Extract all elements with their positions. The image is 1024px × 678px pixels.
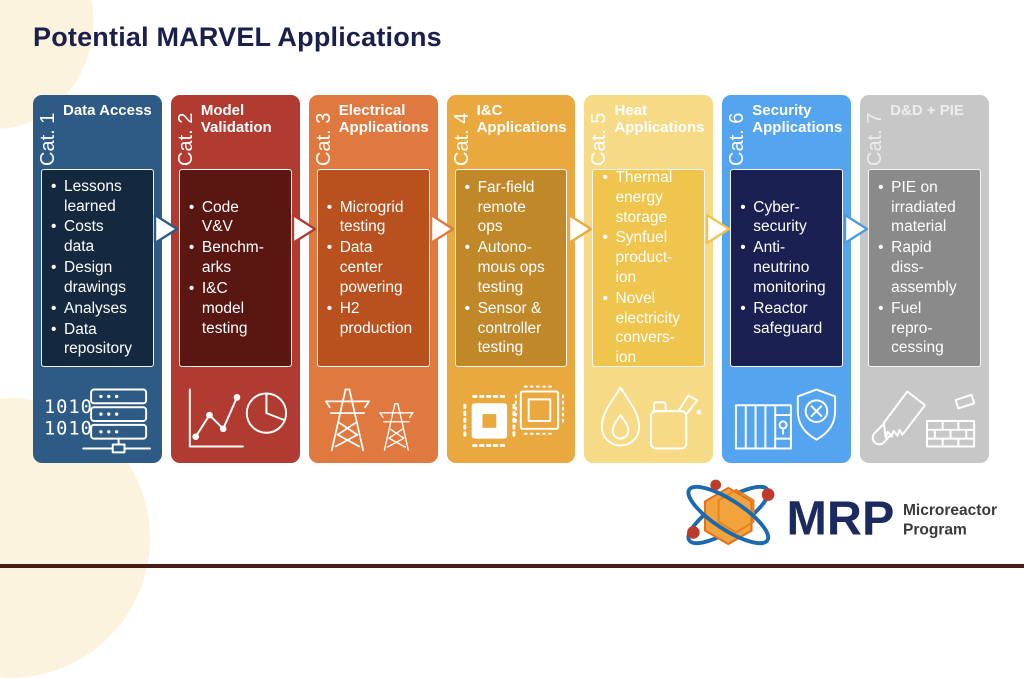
- column-title: I&C Applications: [476, 102, 567, 136]
- bullet-item: Data center powering: [325, 238, 412, 297]
- microchips-icon: [447, 383, 576, 463]
- flow-arrow: [843, 213, 869, 245]
- category-label: Cat. 7: [864, 112, 887, 166]
- column-header: Cat. 5 Heat Applications: [584, 95, 713, 169]
- mrp-program-logo: MRP Microreactor Program: [672, 473, 1002, 562]
- bullet-box: Microgrid testing Data center powering H…: [316, 169, 430, 367]
- column-title: Electrical Applications: [338, 102, 429, 136]
- logo-name-line1: Microreactor: [903, 502, 997, 519]
- bullet-item: Fuel repro- cessing: [876, 299, 956, 358]
- bullet-item: Anti- neutrino monitoring: [738, 238, 825, 297]
- bullet-box: Lessons learned Costs data Design drawin…: [41, 169, 154, 367]
- bullet-box: Thermal energy storage Synfuel product- …: [592, 168, 706, 368]
- bullet-box: PIE on irradiated material Rapid diss- a…: [868, 169, 982, 367]
- column-title: Model Validation: [200, 102, 272, 136]
- column-security-applications: Cat. 6 Security Applications Cyber- secu…: [722, 95, 852, 463]
- category-label: Cat. 2: [174, 112, 197, 166]
- flow-arrow: [291, 213, 317, 245]
- logo-abbr-text: MRP: [787, 491, 895, 545]
- bullet-item: Benchm- arks: [187, 238, 264, 278]
- bullet-box: Cyber- security Anti- neutrino monitorin…: [730, 169, 844, 367]
- column-header: Cat. 3 Electrical Applications: [309, 95, 438, 169]
- bullet-item: Far-field remote ops: [463, 178, 545, 237]
- fence-shield-icon: [722, 383, 851, 463]
- column-header: Cat. 4 I&C Applications: [447, 95, 576, 169]
- bullet-item: Reactor safeguard: [738, 299, 825, 339]
- flame-fuel-can-icon: [584, 383, 713, 463]
- bullet-item: Synfuel product- ion: [600, 228, 680, 287]
- bottom-accent-bar: [0, 564, 1024, 568]
- bullet-item: Rapid diss- assembly: [876, 238, 956, 297]
- column-header: Cat. 2 Model Validation: [171, 95, 300, 169]
- column-ic-applications: Cat. 4 I&C Applications Far-field remote…: [446, 95, 576, 463]
- bullet-item: PIE on irradiated material: [876, 178, 956, 237]
- flow-arrow: [705, 213, 731, 245]
- svg-text:1010: 1010: [44, 397, 93, 418]
- column-title: Heat Applications: [614, 102, 705, 136]
- column-dd-pie: Cat. 7 D&D + PIE PIE on irradiated mater…: [860, 95, 990, 463]
- column-data-access: Cat. 1 Data Access Lessons learned Costs…: [33, 95, 162, 463]
- bullet-item: Data repository: [49, 320, 132, 360]
- bullet-item: Design drawings: [49, 258, 132, 298]
- transmission-towers-icon: [309, 383, 438, 463]
- column-model-validation: Cat. 2 Model Validation Code V&V Benchm-…: [170, 95, 300, 463]
- bullet-box: Far-field remote ops Autono- mous ops te…: [454, 169, 568, 367]
- line-chart-pie-chart-icon: [171, 383, 300, 463]
- bullet-item: Analyses: [49, 299, 132, 319]
- bullet-item: Thermal energy storage: [600, 168, 680, 227]
- bullet-item: I&C model testing: [187, 279, 264, 338]
- logo-name-line2: Program: [903, 521, 967, 538]
- flow-arrow: [153, 213, 179, 245]
- bullet-item: Lessons learned: [49, 177, 132, 217]
- saw-brick-wall-icon: [860, 383, 989, 463]
- column-header: Cat. 6 Security Applications: [722, 95, 851, 169]
- flow-arrow: [567, 213, 593, 245]
- bullet-item: Autono- mous ops testing: [463, 238, 545, 297]
- bullet-item: Microgrid testing: [325, 198, 412, 238]
- category-label: Cat. 1: [37, 112, 59, 166]
- bullet-item: Code V&V: [187, 198, 264, 238]
- bullet-item: Costs data: [49, 217, 132, 257]
- column-title: D&D + PIE: [890, 102, 964, 119]
- slide-title: Potential MARVEL Applications: [33, 22, 442, 53]
- category-label: Cat. 6: [726, 112, 749, 166]
- column-header: Cat. 7 D&D + PIE: [860, 95, 989, 169]
- bullet-item: H2 production: [325, 299, 412, 339]
- column-title: Data Access: [63, 102, 152, 119]
- bullet-box: Code V&V Benchm- arks I&C model testing: [178, 169, 292, 367]
- binary-data-server-icon: 1010 1010: [33, 383, 162, 463]
- atom-icon: [686, 479, 775, 546]
- bullet-item: Sensor & controller testing: [463, 299, 545, 358]
- column-electrical-applications: Cat. 3 Electrical Applications Microgrid…: [308, 95, 438, 463]
- bullet-item: Novel electricity convers- ion: [600, 289, 680, 368]
- category-label: Cat. 5: [588, 112, 611, 166]
- category-label: Cat. 3: [312, 112, 335, 166]
- column-heat-applications: Cat. 5 Heat Applications Thermal energy …: [584, 95, 714, 463]
- column-title: Security Applications: [752, 102, 843, 136]
- flow-arrow: [429, 213, 455, 245]
- svg-text:1010: 1010: [44, 419, 93, 440]
- category-columns: Cat. 1 Data Access Lessons learned Costs…: [33, 95, 990, 463]
- column-header: Cat. 1 Data Access: [33, 95, 162, 169]
- bullet-item: Cyber- security: [738, 198, 825, 238]
- category-label: Cat. 4: [450, 112, 473, 166]
